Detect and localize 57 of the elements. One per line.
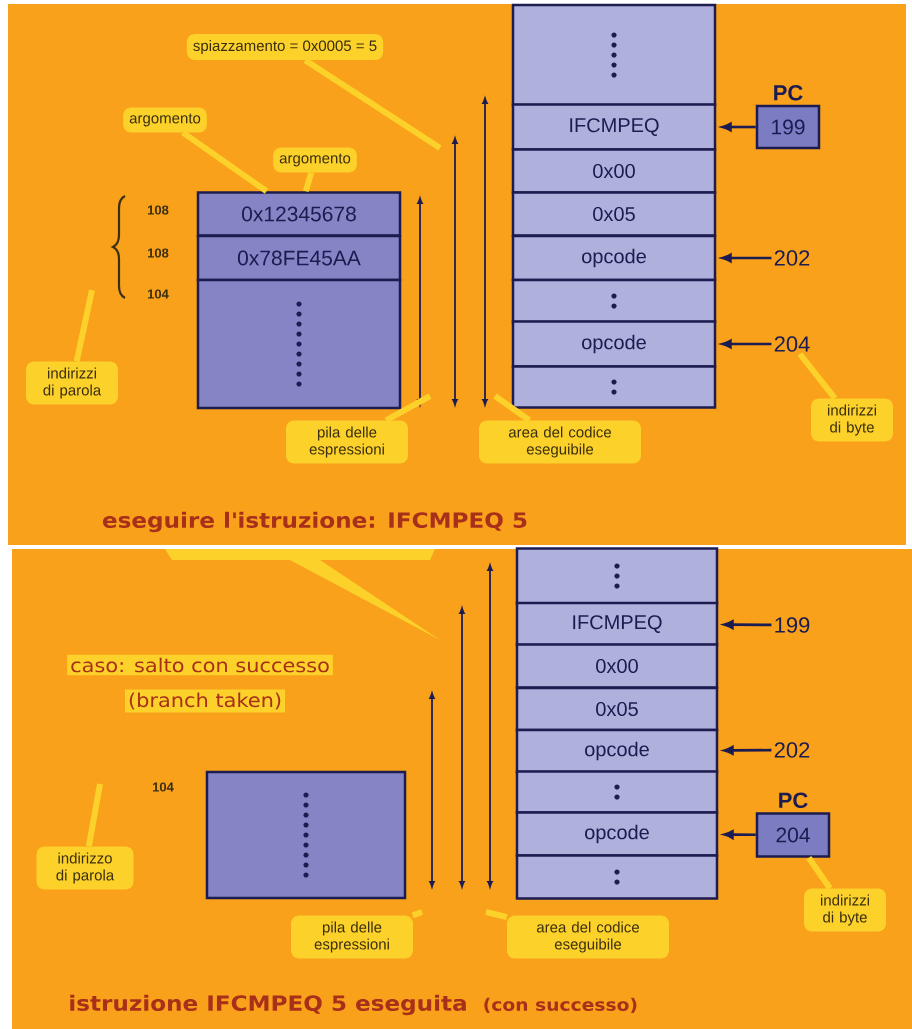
memory-cell [511,365,717,409]
memory-cell: opcode [511,320,717,368]
leader-line [797,352,838,401]
arrow [721,339,772,349]
memory-cell [515,770,719,814]
memory-cell: opcode [511,234,717,282]
callout-bubble: indirizzi di byte [811,398,893,442]
arrow [721,253,772,263]
leader-line [181,130,269,194]
leader-line [411,909,423,919]
banner: (branch taken) [124,689,286,713]
memory-cell [515,854,719,900]
banner: caso: salto con successo [67,654,333,676]
address-number: 104 [152,782,174,792]
callout-bubble: indirizzi di parola [26,361,118,405]
callout-bubble: area del codice eseguibile [507,915,669,959]
memory-cell: 0x00 [515,643,719,689]
register-box: 199 PC [755,84,821,150]
leader-line [493,393,532,423]
address-number: 108 [147,205,169,215]
callout-bubble: spiazzamento = 0x0005 = 5 [186,34,384,60]
leader-line [85,783,103,847]
register-box: 204 PC [755,792,831,858]
stack-cell [205,770,407,900]
address-label: 204 [774,336,810,352]
leader-line [302,171,315,193]
memory-cell: IFCMPEQ [511,103,717,151]
leader-line [384,393,432,423]
panel-caption: (con successo) [484,997,637,1013]
callout-bubble: indirizzi di byte [804,888,886,932]
leader-line [303,57,442,151]
leader-line [806,856,833,891]
stack-cell: 0x12345678 [196,191,402,237]
leader-line [485,909,508,921]
panel-caption: eseguire l'istruzione: IFCMPEQ 5 [102,511,527,533]
address-number: 104 [147,289,169,299]
memory-cell: opcode [515,728,719,774]
stack-cell: 0x78FE45AA [196,234,402,282]
callout-bubble: pila delle espressioni [291,915,413,959]
node-label: PC [779,792,808,809]
memory-cell: 0x00 [511,148,717,194]
callout-bubble: pila delle espressioni [286,420,408,464]
address-label: 202 [774,250,810,266]
address-label: 202 [774,742,810,758]
node-label: PC [774,84,803,101]
memory-cell: 0x05 [515,686,719,732]
memory-cell: opcode [515,811,719,857]
arrow [721,122,756,132]
memory-cell [515,547,719,605]
leader-line [73,289,95,362]
address-number: 108 [147,248,169,258]
address-label: 199 [775,617,810,633]
panel-caption: istruzione IFCMPEQ 5 eseguita [70,994,466,1016]
memory-cell: 0x05 [511,191,717,237]
callout-bubble: indirizzo di parola [36,846,134,890]
memory-cell: IFCMPEQ [515,601,719,647]
callout-bubble: area del codice eseguibile [479,420,641,464]
